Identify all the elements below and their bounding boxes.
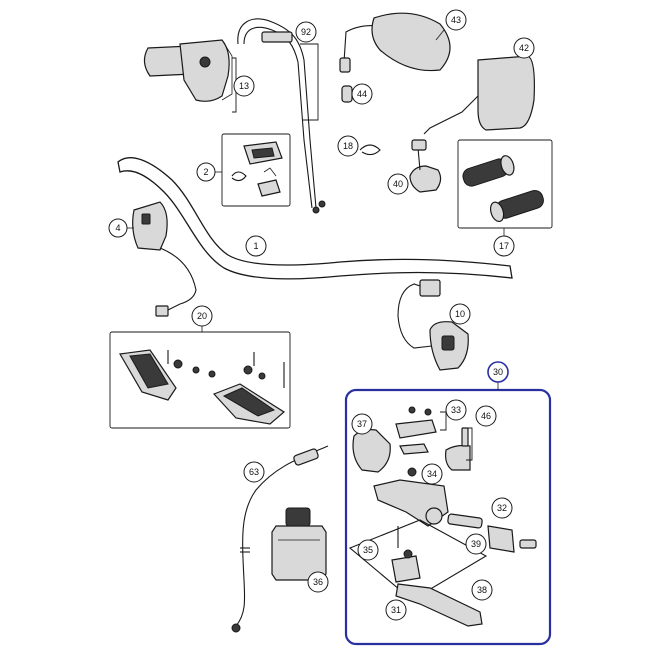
clutch-hose: [231, 445, 329, 633]
callout-32: 32: [491, 497, 513, 519]
svg-text:1: 1: [253, 241, 258, 251]
svg-text:32: 32: [497, 503, 507, 513]
svg-text:35: 35: [363, 545, 373, 555]
bracket-33: [440, 411, 447, 431]
throttle-cables: [237, 18, 326, 214]
handlebar: [117, 157, 513, 280]
mirror-clamp: [409, 139, 442, 193]
mirror-nut-44: [341, 85, 353, 103]
svg-text:34: 34: [427, 469, 437, 479]
callout-20: 20: [191, 305, 213, 327]
callout-43: 43: [445, 9, 467, 31]
svg-text:37: 37: [357, 419, 367, 429]
svg-text:39: 39: [471, 539, 481, 549]
callout-37: 37: [351, 413, 373, 435]
throttle-grip: [143, 39, 233, 102]
clutch-master-cylinder-frame: [344, 388, 552, 646]
callout-10: 10: [449, 303, 471, 325]
svg-text:42: 42: [519, 43, 529, 53]
callout-13: 13: [233, 75, 255, 97]
leader-43: [435, 29, 445, 41]
svg-text:31: 31: [391, 605, 401, 615]
svg-text:30: 30: [493, 367, 503, 377]
callout-18: 18: [337, 135, 359, 157]
callout-17: 17: [493, 235, 515, 257]
callout-35: 35: [357, 539, 379, 561]
callout-46: 46: [475, 405, 497, 427]
svg-text:20: 20: [197, 311, 207, 321]
svg-text:46: 46: [481, 411, 491, 421]
bracket-92: [300, 43, 319, 121]
svg-text:40: 40: [393, 179, 403, 189]
svg-text:38: 38: [477, 585, 487, 595]
callout-92: 92: [295, 21, 317, 43]
mirror-42: [423, 55, 535, 135]
svg-text:18: 18: [343, 141, 353, 151]
callout-44: 44: [351, 83, 373, 105]
callout-38: 38: [471, 579, 493, 601]
callout-30: 30: [487, 361, 509, 383]
svg-text:63: 63: [249, 467, 259, 477]
callout-34: 34: [421, 463, 443, 485]
svg-text:43: 43: [451, 15, 461, 25]
svg-text:36: 36: [313, 577, 323, 587]
callout-33: 33: [445, 399, 467, 421]
callout-4: 4: [108, 218, 128, 238]
spring-clip-18: [359, 144, 381, 156]
callout-1: 1: [245, 235, 267, 257]
callout-63: 63: [243, 461, 265, 483]
svg-text:10: 10: [455, 309, 465, 319]
svg-text:17: 17: [499, 241, 509, 251]
callout-31: 31: [385, 599, 407, 621]
grips-box: [457, 139, 553, 229]
switch-box: [221, 133, 291, 207]
callout-40: 40: [387, 173, 409, 195]
handguard-box: [109, 331, 291, 429]
svg-text:44: 44: [357, 89, 367, 99]
left-switch: [132, 201, 197, 317]
clutch-master-cylinder: [348, 406, 537, 627]
callout-2: 2: [196, 162, 216, 182]
svg-text:4: 4: [115, 223, 120, 233]
svg-text:13: 13: [239, 81, 249, 91]
right-switch: [397, 279, 469, 371]
svg-text:33: 33: [451, 405, 461, 415]
callout-42: 42: [513, 37, 535, 59]
bracket-46: [466, 427, 473, 461]
svg-text:92: 92: [301, 27, 311, 37]
callout-36: 36: [307, 571, 329, 593]
mirror-43: [339, 12, 451, 73]
fluid-bottle: [271, 507, 327, 581]
callout-39: 39: [465, 533, 487, 555]
svg-text:2: 2: [203, 167, 208, 177]
